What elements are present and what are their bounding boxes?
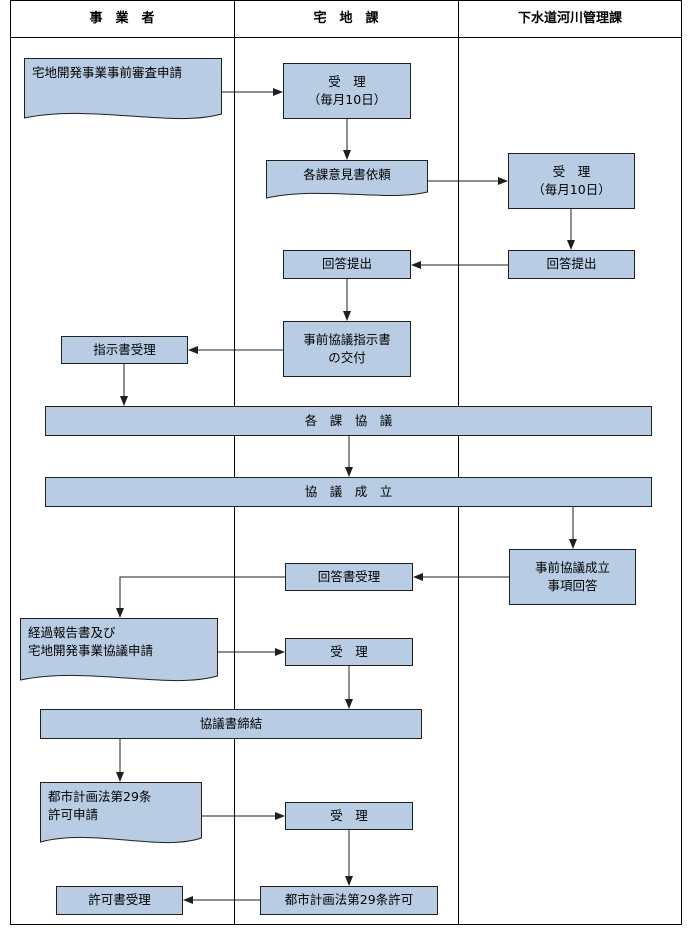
land-receipt-box-2: 受 理 [285, 638, 413, 666]
instruction-issue-box: 事前協議指示書 の交付 [283, 321, 411, 377]
lane-header-sewer-division: 下水道河川管理課 [517, 11, 622, 26]
sewer-answer-box: 回答提出 [508, 250, 635, 279]
consultation-agreed-box: 協 議 成 立 [45, 477, 652, 507]
agreed-items-answer-box: 事前協議成立 事項回答 [509, 549, 636, 605]
progress-report-doc: 経過報告書及び 宅地開発事業協議申請 [20, 618, 218, 686]
permit-application-label: 都市計画法第29条 許可申請 [48, 789, 152, 823]
opinion-request-doc: 各課意見書依頼 [266, 160, 428, 200]
agreement-conclusion-box: 協議書締結 [40, 709, 422, 739]
permit-receipt-box: 許可書受理 [56, 886, 183, 915]
instruction-receipt-box: 指示書受理 [61, 336, 188, 364]
opinion-request-label: 各課意見書依頼 [303, 167, 391, 182]
header-divider [10, 37, 682, 38]
lane-header-applicant: 事 業 者 [89, 11, 155, 26]
sewer-receipt-box: 受 理 （毎月10日） [508, 153, 635, 209]
prior-review-application-label: 宅地開発事業事前審査申請 [32, 65, 183, 80]
lane-divider-2 [458, 0, 459, 925]
progress-report-label: 経過報告書及び 宅地開発事業協議申請 [28, 625, 154, 659]
land-receipt-box-1: 受 理 （毎月10日） [283, 63, 411, 119]
lane-header-land-division: 宅 地 課 [313, 11, 379, 26]
permit-application-doc: 都市計画法第29条 許可申請 [40, 782, 202, 848]
land-answer-box: 回答提出 [283, 250, 411, 279]
lane-divider-1 [234, 0, 235, 925]
permit-issue-box: 都市計画法第29条許可 [260, 886, 438, 915]
land-receipt-box-3: 受 理 [285, 802, 413, 830]
answer-receipt-box: 回答書受理 [285, 563, 413, 591]
prior-review-application-doc: 宅地開発事業事前審査申請 [24, 58, 222, 124]
dept-consultation-box: 各 課 協 議 [45, 406, 652, 436]
flowchart-frame [10, 0, 682, 925]
